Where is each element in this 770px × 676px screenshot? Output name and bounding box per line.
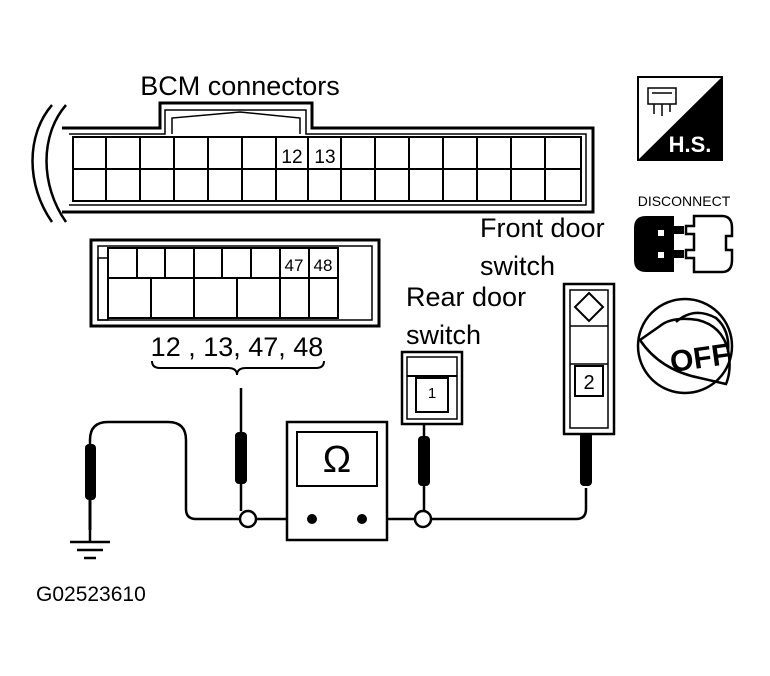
bcm-connector-bottom: 47 48 bbox=[89, 238, 381, 328]
pin-list-label: 12 , 13, 47, 48 bbox=[151, 332, 324, 362]
pin-13-label: 13 bbox=[314, 147, 335, 168]
pin-list-brace bbox=[151, 360, 325, 376]
ignition-off-key-icon: OFF bbox=[636, 297, 734, 395]
junction-right bbox=[413, 509, 433, 529]
disconnect-label: DISCONNECT bbox=[638, 193, 731, 209]
pin-12-label: 12 bbox=[281, 147, 302, 168]
pin-47-label: 47 bbox=[285, 256, 304, 275]
rear-door-switch-connector: 1 bbox=[400, 350, 464, 426]
probe-ground bbox=[85, 444, 96, 530]
bcm-connector-top: 12 13 bbox=[31, 101, 595, 223]
harness-side-icon: H.S. bbox=[637, 76, 723, 161]
hs-badge-text: H.S. bbox=[669, 132, 712, 157]
front-door-switch-connector: 2 bbox=[562, 282, 616, 436]
disconnect-connector-icon bbox=[634, 214, 734, 274]
ohm-symbol: Ω bbox=[323, 439, 351, 481]
pin-48-label: 48 bbox=[314, 256, 333, 275]
bcm-connectors-title: BCM connectors bbox=[140, 71, 340, 101]
junction-left bbox=[238, 509, 258, 529]
figure-code: G02523610 bbox=[36, 583, 146, 606]
ground-icon bbox=[70, 530, 110, 560]
ohmmeter-icon: Ω bbox=[285, 420, 389, 542]
front-switch-pin-label: 2 bbox=[583, 372, 594, 394]
rear-switch-pin-label: 1 bbox=[428, 385, 436, 402]
rear-door-switch-label-1: Rear door bbox=[406, 282, 526, 312]
probe-bcm bbox=[235, 388, 247, 484]
front-door-switch-label-1: Front door bbox=[480, 213, 605, 243]
rear-door-switch-label-2: switch bbox=[406, 320, 481, 350]
front-door-switch-label-2: switch bbox=[480, 251, 555, 281]
